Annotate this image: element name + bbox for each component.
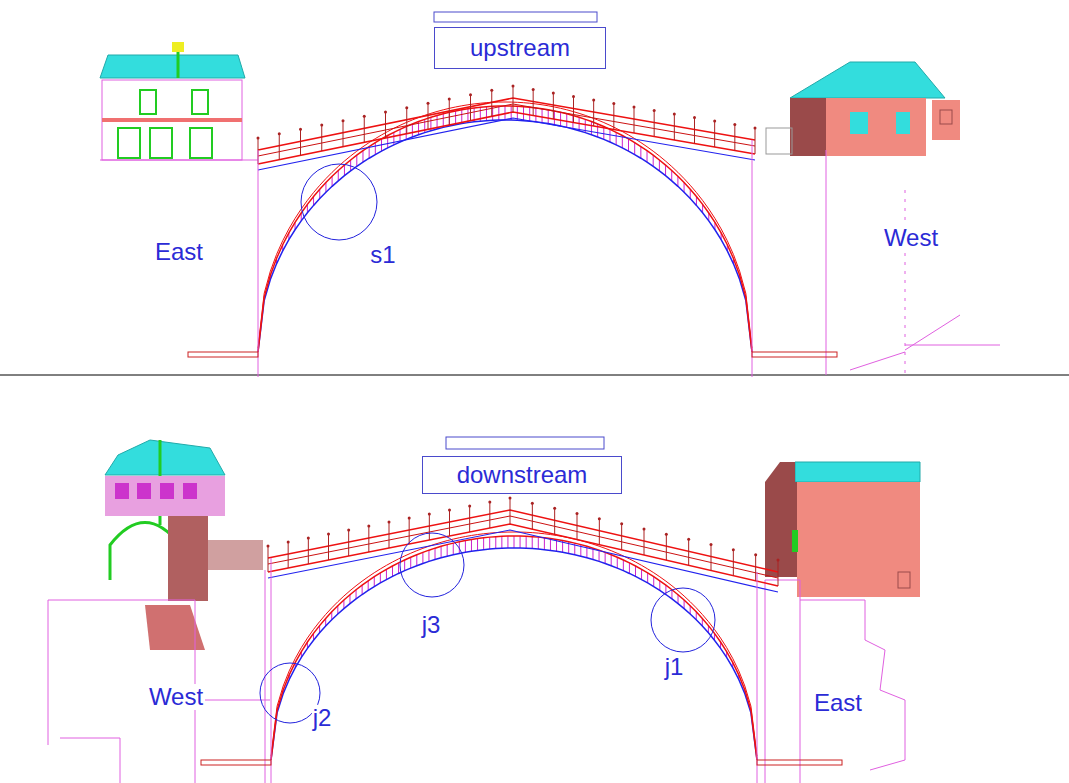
building xyxy=(100,42,258,160)
circle-outline xyxy=(399,532,465,598)
circle-outline xyxy=(300,163,378,241)
inspection-circle: s1 xyxy=(301,164,377,240)
bank-label: East xyxy=(153,239,205,265)
divider-line xyxy=(0,375,1069,376)
building xyxy=(766,62,1000,375)
title-text: downstream xyxy=(457,462,588,488)
inspection-circle: j2 xyxy=(260,663,320,723)
circle-outline xyxy=(650,587,716,653)
title-text: upstream xyxy=(470,35,570,61)
circle-label: s1 xyxy=(369,242,396,268)
circle-label: j3 xyxy=(421,612,442,638)
building xyxy=(48,440,270,783)
title-box: upstream xyxy=(434,27,606,69)
frame xyxy=(434,12,597,22)
inspection-circle: j1 xyxy=(651,588,715,652)
building xyxy=(765,462,920,783)
bank-label: West xyxy=(147,684,205,710)
inspection-circle: j3 xyxy=(400,533,464,597)
bank-label: East xyxy=(812,690,864,716)
bank-label: West xyxy=(882,225,940,251)
bridge xyxy=(201,497,842,783)
circle-label: j1 xyxy=(664,654,685,680)
frame xyxy=(446,437,604,449)
title-box: downstream xyxy=(422,456,622,494)
circle-label: j2 xyxy=(312,705,333,731)
bridge xyxy=(188,85,837,378)
